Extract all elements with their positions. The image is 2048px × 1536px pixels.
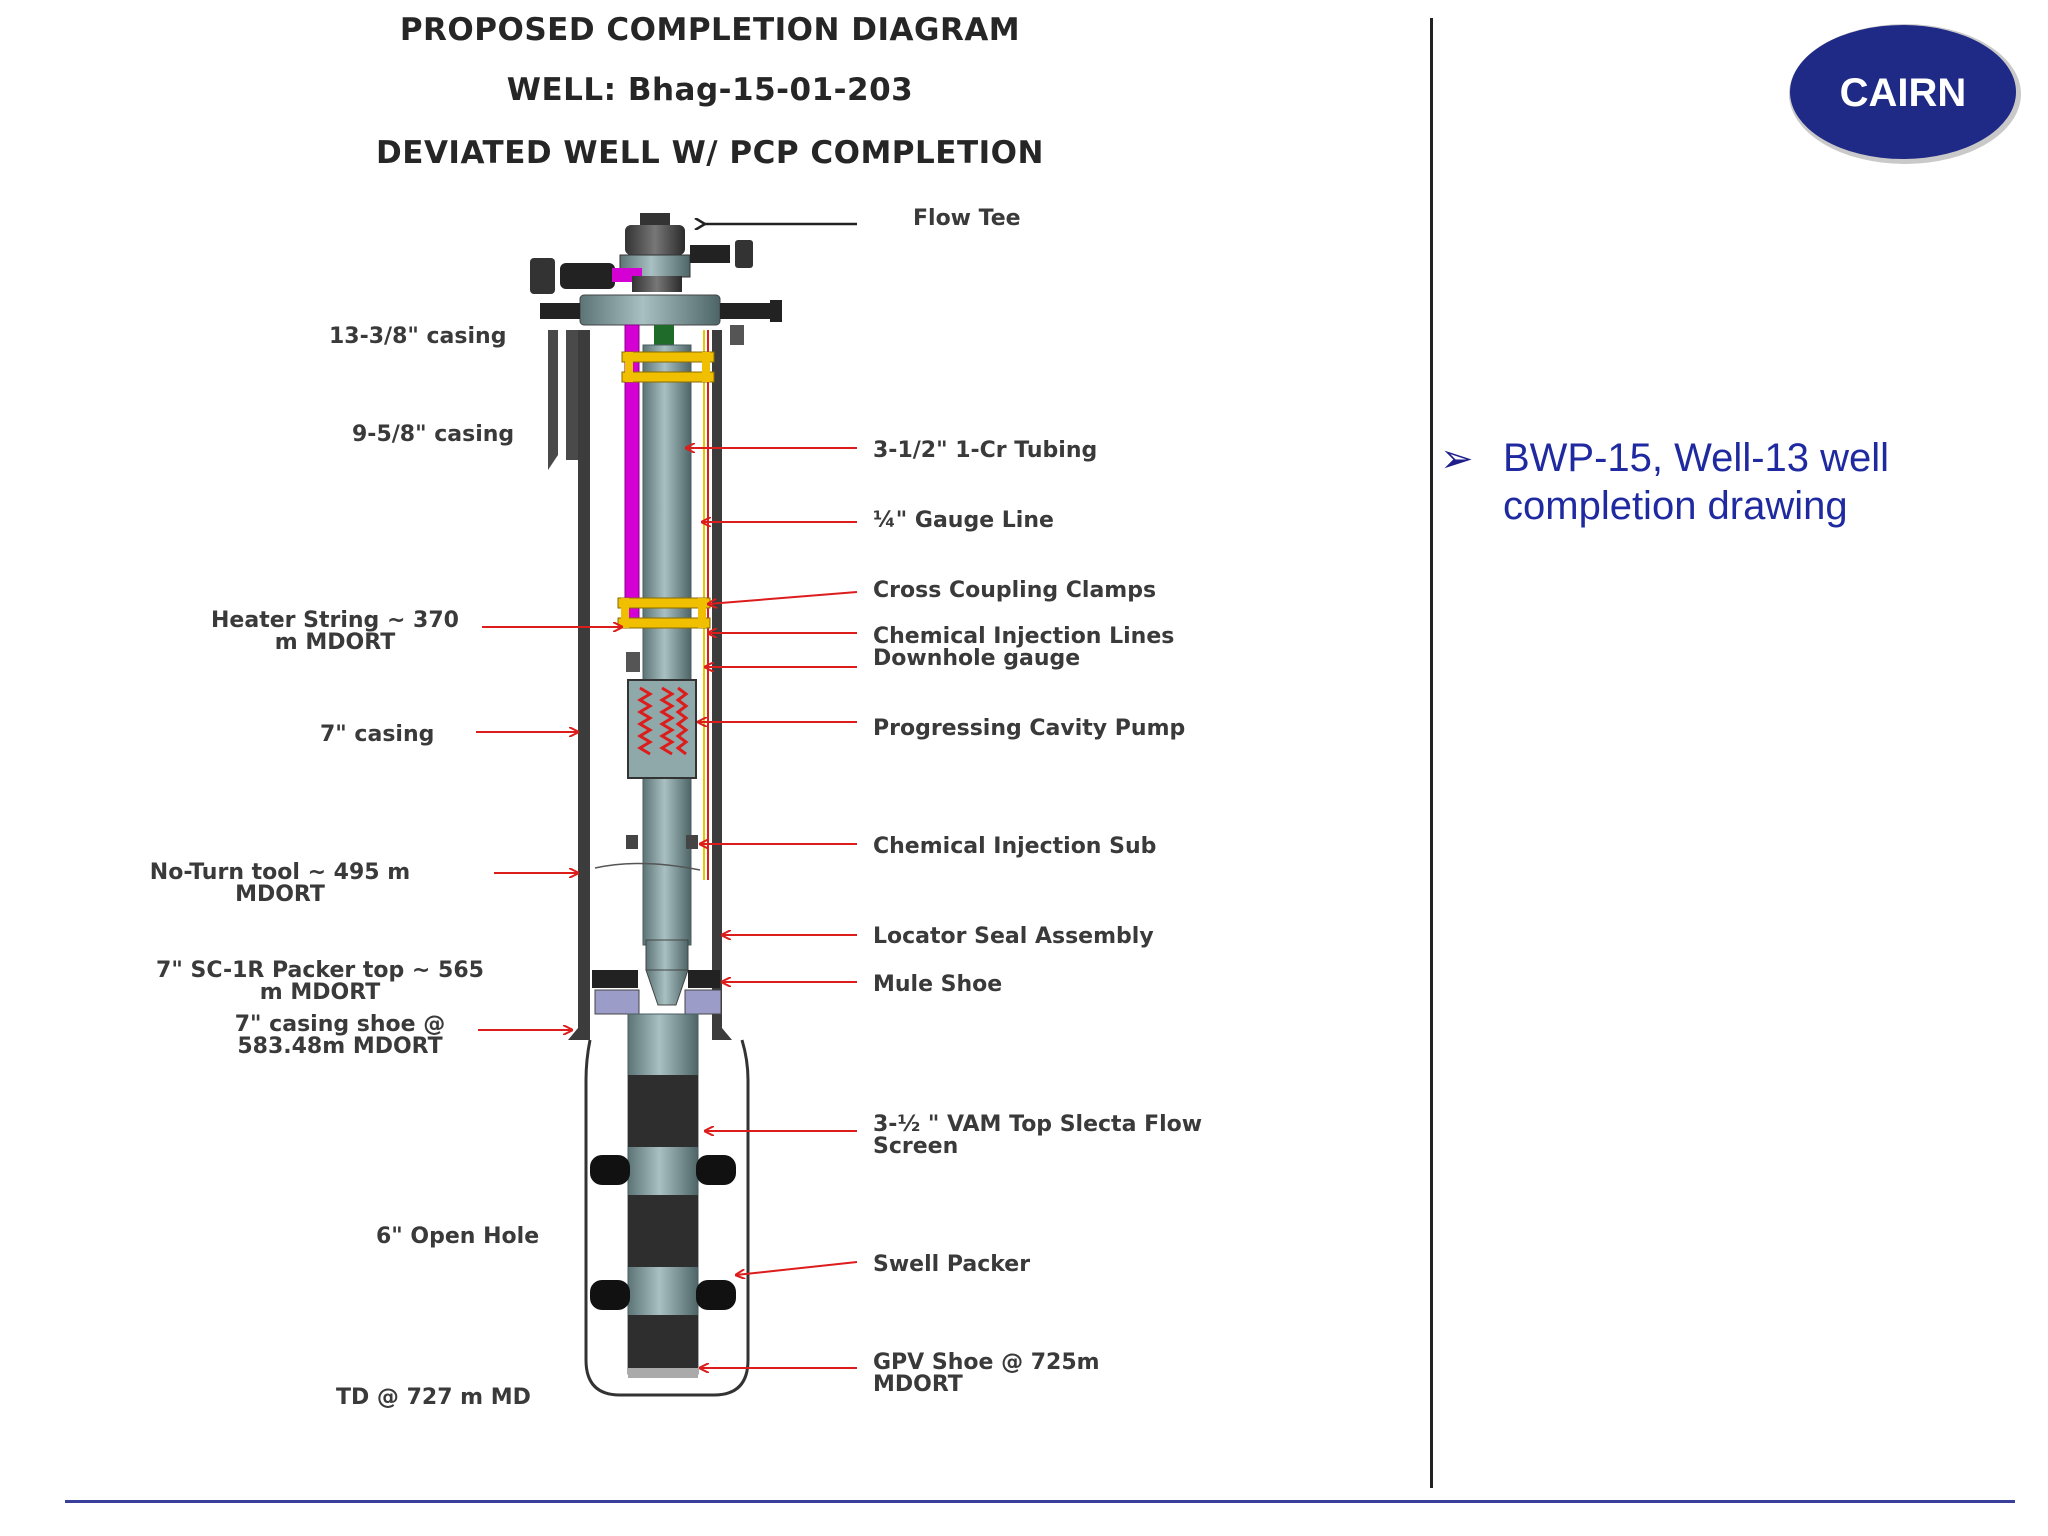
label-packer-line2: m MDORT xyxy=(259,980,381,1005)
well-name: WELL: Bhag-15-01-203 xyxy=(506,72,914,108)
label-shoe-line1: 7" casing shoe @ xyxy=(234,1012,446,1037)
label-downhole-gauge: Downhole gauge xyxy=(873,646,1081,671)
label-heater-line1: Heater String ~ 370 xyxy=(211,608,459,633)
vam-top-screen xyxy=(627,1013,699,1378)
label-vam-line1: 3-½ " VAM Top Slecta Flow xyxy=(873,1112,1203,1137)
arrow-bullet-icon: ➢ xyxy=(1440,437,1474,481)
wellhead xyxy=(530,213,782,345)
label-flow-tee: Flow Tee xyxy=(913,206,1021,231)
label-tubing: 3-1/2" 1-Cr Tubing xyxy=(873,438,1098,463)
label-chem-sub: Chemical Injection Sub xyxy=(873,834,1157,859)
label-packer-top: 7" SC-1R Packer top ~ 565 m MDORT xyxy=(120,960,520,1004)
tubing xyxy=(642,344,692,946)
label-vam-line2: Screen xyxy=(873,1134,959,1159)
label-td: TD @ 727 m MD xyxy=(336,1385,531,1410)
label-heater-string: Heater String ~ 370 m MDORT xyxy=(170,610,500,654)
label-open-hole: 6" Open Hole xyxy=(376,1224,540,1249)
label-swell-packer: Swell Packer xyxy=(873,1252,1031,1277)
casing-7-inch xyxy=(568,330,732,1040)
well-completion-drawing xyxy=(476,213,858,1397)
label-noturn-line2: MDORT xyxy=(235,882,325,907)
label-chem-lines: Chemical Injection Lines xyxy=(873,624,1175,649)
label-vam-screen: 3-½ " VAM Top Slecta Flow Screen xyxy=(873,1114,1202,1158)
label-heater-line2: m MDORT xyxy=(274,630,396,655)
label-gpv-shoe: GPV Shoe @ 725m MDORT xyxy=(873,1352,1100,1396)
footer-rule xyxy=(65,1500,2015,1503)
label-locator: Locator Seal Assembly xyxy=(873,924,1154,949)
label-7-casing: 7" casing xyxy=(320,722,435,747)
cairn-logo: CAIRN xyxy=(1789,24,2021,164)
label-gpv-line2: MDORT xyxy=(873,1372,963,1397)
label-13-3-8-casing: 13-3/8" casing xyxy=(329,324,507,349)
packer xyxy=(592,970,722,1015)
label-gauge-line: ¼" Gauge Line xyxy=(873,508,1054,533)
logo-text: CAIRN xyxy=(1840,71,1967,115)
label-9-5-8-casing: 9-5/8" casing xyxy=(352,422,515,447)
no-turn-tool xyxy=(594,862,701,871)
label-casing-shoe: 7" casing shoe @ 583.48m MDORT xyxy=(210,1014,470,1058)
swell-packer xyxy=(590,1155,736,1310)
label-gpv-line1: GPV Shoe @ 725m xyxy=(873,1350,1100,1375)
diagram-title: PROPOSED COMPLETION DIAGRAM xyxy=(399,12,1021,48)
completion-type: DEVIATED WELL W/ PCP COMPLETION xyxy=(376,135,1044,171)
locator-seal-assembly xyxy=(645,939,689,1006)
label-packer-line1: 7" SC-1R Packer top ~ 565 xyxy=(156,958,484,983)
progressing-cavity-pump xyxy=(627,679,697,779)
label-pcp: Progressing Cavity Pump xyxy=(873,716,1186,741)
casing-13-3-8 xyxy=(548,325,744,470)
casing-9-5-8 xyxy=(566,330,578,460)
label-noturn-line1: No-Turn tool ~ 495 m xyxy=(149,860,411,885)
label-clamps: Cross Coupling Clamps xyxy=(873,578,1157,603)
label-no-turn-tool: No-Turn tool ~ 495 m MDORT xyxy=(120,862,440,906)
downhole-gauge xyxy=(626,652,640,672)
open-hole xyxy=(584,1039,750,1397)
cross-coupling-clamp xyxy=(621,351,715,383)
note-text: BWP-15, Well-13 well completion drawing xyxy=(1503,436,1890,528)
chemical-injection-sub xyxy=(626,835,698,849)
vertical-divider xyxy=(1430,18,1433,1488)
clamps-pointer xyxy=(708,591,858,604)
label-shoe-line2: 583.48m MDORT xyxy=(237,1034,443,1059)
swell-pointer xyxy=(736,1261,858,1275)
label-mule-shoe: Mule Shoe xyxy=(873,972,1003,997)
